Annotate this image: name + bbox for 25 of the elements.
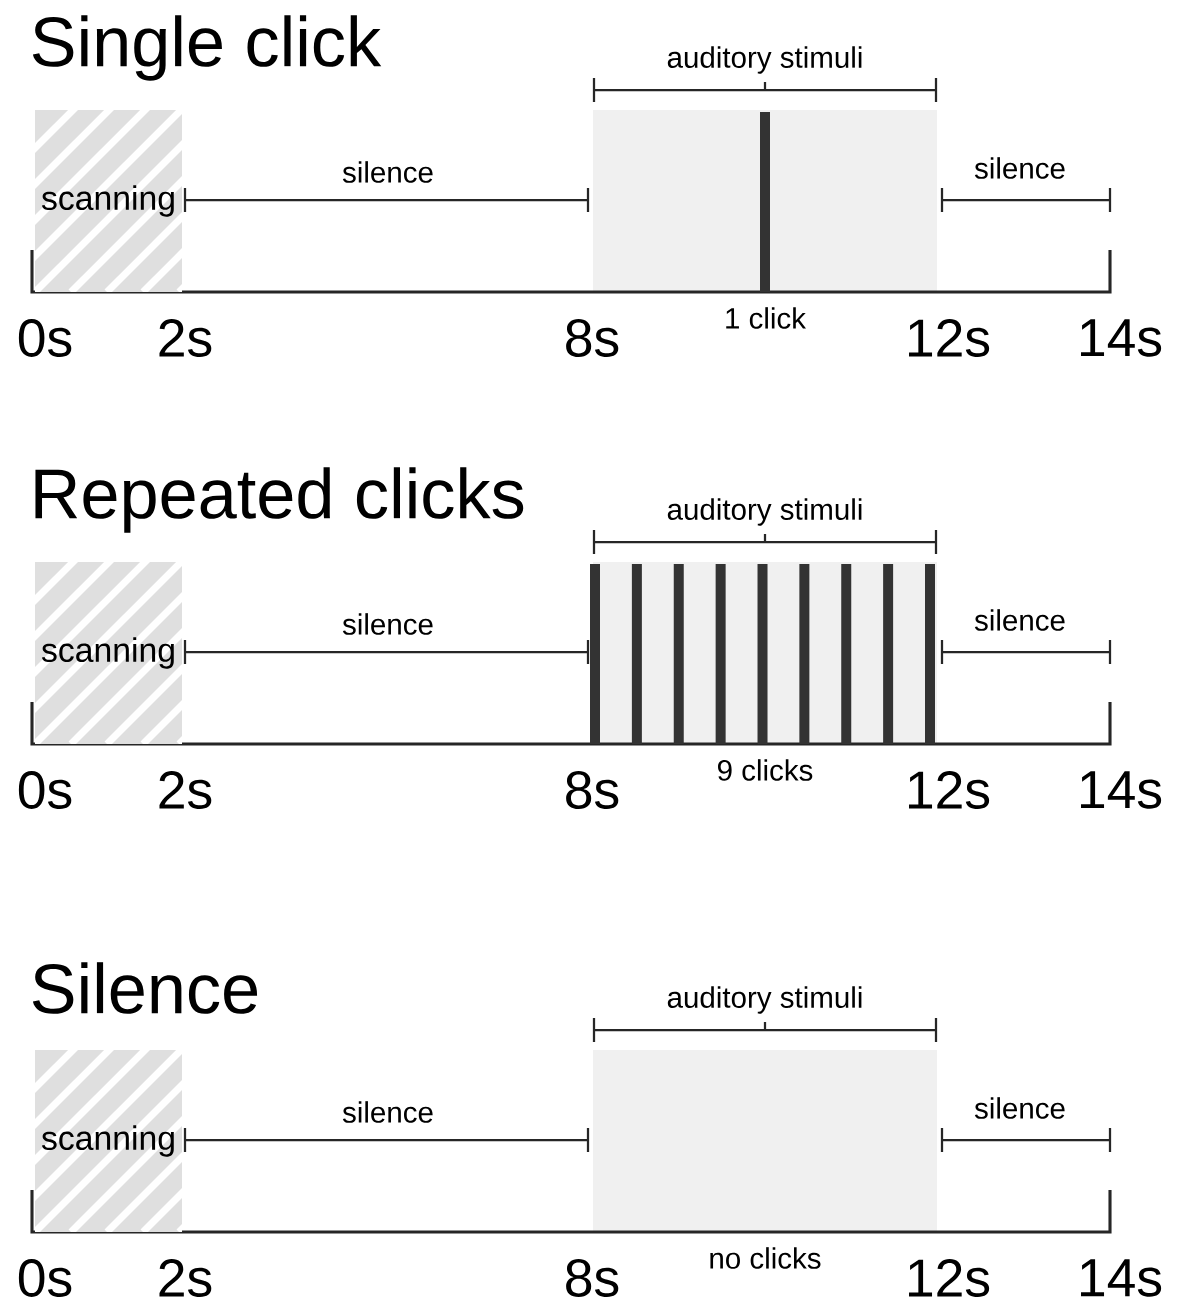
tick-label: 12s xyxy=(909,319,990,357)
tick-label: 12s xyxy=(909,1259,990,1297)
span-label: silence xyxy=(342,161,433,183)
stimulus-band xyxy=(593,110,937,292)
tick-label: 14s xyxy=(1081,1259,1162,1297)
tick-label: 8s xyxy=(566,319,619,357)
stimulus-band xyxy=(593,1050,937,1232)
span-label: silence xyxy=(342,613,433,635)
panel-title: Single click xyxy=(32,15,382,81)
scanning-box: scanning xyxy=(35,110,182,292)
panel-title: Silence xyxy=(32,962,258,1014)
tick-label: 2s xyxy=(159,319,212,357)
tick-label: 14s xyxy=(1081,771,1162,809)
span-label: silence xyxy=(974,157,1065,179)
span-label: silence xyxy=(342,1101,433,1123)
scanning-box: scanning xyxy=(35,1050,182,1232)
tick-label: 12s xyxy=(909,771,990,809)
tick-label: 14s xyxy=(1081,319,1162,357)
tick-label: 0s xyxy=(18,319,72,357)
span-label: silence xyxy=(974,609,1065,631)
span-label: silence xyxy=(974,1097,1065,1119)
panel-title: Repeated clicks xyxy=(35,467,524,533)
tick-label: 8s xyxy=(566,1259,619,1297)
scanning-box: scanning xyxy=(35,562,182,744)
tick-label: 8s xyxy=(566,771,619,809)
